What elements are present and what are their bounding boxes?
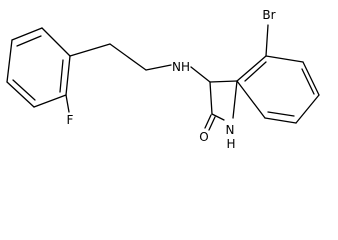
bond-to-amine-nitrogen — [145, 64, 172, 71]
molecule-structure-drawing: Br NH F O N H — [6, 8, 320, 151]
bond — [209, 80, 238, 83]
double-bond-inner-line — [59, 59, 64, 93]
double-bond-inner-line — [244, 61, 267, 82]
bromine-label: Br — [262, 8, 275, 22]
double-bond-inner-line — [301, 68, 315, 95]
bond — [41, 27, 71, 57]
bond-to-lactam-nitrogen — [232, 80, 238, 119]
bond — [211, 113, 225, 121]
double-bond-inner-line — [267, 111, 295, 117]
bond — [6, 81, 35, 108]
fluorine-label: F — [67, 113, 74, 127]
bond-from-amine-nitrogen — [190, 66, 211, 83]
lactam-hydrogen-label: H — [226, 137, 235, 151]
bond — [236, 80, 266, 119]
bond — [33, 94, 67, 108]
bond — [11, 27, 43, 41]
bond — [236, 55, 267, 82]
double-bond-inner-line — [16, 35, 42, 47]
bond — [264, 117, 297, 124]
fluorophenyl-ring — [6, 27, 71, 108]
bond — [6, 39, 13, 83]
bond — [65, 55, 71, 96]
bond — [209, 81, 213, 115]
bond — [302, 61, 320, 96]
bond — [69, 43, 111, 57]
bond — [109, 43, 147, 71]
carbonyl-bond — [204, 114, 212, 129]
amine-nitrogen-label: NH — [172, 60, 190, 74]
lactam-ring — [209, 80, 238, 121]
lactam-nitrogen-label: N — [226, 123, 235, 137]
bond — [295, 94, 320, 124]
bond-to-fluorine — [65, 94, 70, 113]
benzo-ring — [236, 55, 320, 124]
double-bond-inner-line — [12, 79, 36, 101]
carbonyl-bond — [208, 116, 216, 131]
bond-to-bromine — [265, 24, 269, 57]
carbonyl-oxygen-label: O — [199, 130, 208, 144]
bond — [265, 55, 304, 63]
